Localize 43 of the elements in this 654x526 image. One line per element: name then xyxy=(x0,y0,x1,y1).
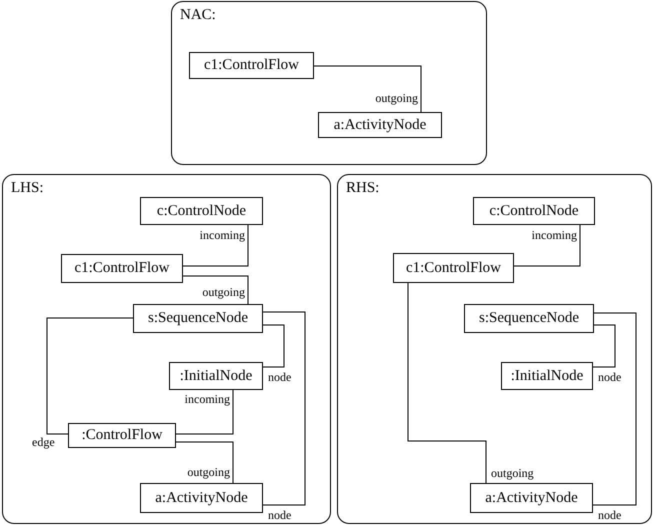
object-box: s:SequenceNode xyxy=(464,304,594,333)
object-box: a:ActivityNode xyxy=(140,483,263,513)
connector-line xyxy=(314,66,422,112)
object-box: c1:ControlFlow xyxy=(61,254,183,283)
role-label: incoming xyxy=(184,393,230,405)
connector-line xyxy=(176,442,234,484)
role-label: incoming xyxy=(200,229,245,241)
object-box: :ControlFlow xyxy=(68,423,176,448)
frame-heading: NAC: xyxy=(180,8,216,23)
object-box: c1:ControlFlow xyxy=(393,253,514,283)
connector-line xyxy=(262,324,284,368)
connector-line xyxy=(46,318,134,434)
frame-heading: RHS: xyxy=(346,181,380,196)
role-label: incoming xyxy=(532,229,577,241)
role-label: outgoing xyxy=(187,466,230,478)
frame-box xyxy=(2,174,331,524)
frame-box xyxy=(337,174,652,524)
object-box: s:SequenceNode xyxy=(133,304,263,333)
object-box: a:ActivityNode xyxy=(318,112,442,138)
role-label: node xyxy=(598,371,622,383)
frame-box xyxy=(171,1,487,165)
role-label: node xyxy=(268,509,292,521)
connector-line xyxy=(262,312,306,506)
object-box: :InitialNode xyxy=(169,362,263,390)
role-label: node xyxy=(598,509,622,521)
role-label: outgoing xyxy=(202,286,245,298)
role-label: outgoing xyxy=(491,467,534,479)
role-label: outgoing xyxy=(375,92,418,104)
object-box: c1:ControlFlow xyxy=(189,52,314,79)
role-label: node xyxy=(268,371,292,383)
role-label: edge xyxy=(32,436,55,448)
connector-line xyxy=(182,276,248,304)
object-box: :InitialNode xyxy=(501,362,593,390)
connector-line xyxy=(182,224,248,266)
connector-line xyxy=(592,324,616,368)
object-box: c:ControlNode xyxy=(473,197,595,225)
connector-line xyxy=(592,312,636,506)
object-box: a:ActivityNode xyxy=(470,483,593,513)
frame-heading: LHS: xyxy=(11,181,44,196)
connector-line xyxy=(408,282,486,484)
connector-line xyxy=(514,224,580,266)
object-box: c:ControlNode xyxy=(140,197,263,225)
connector-line xyxy=(176,390,234,434)
